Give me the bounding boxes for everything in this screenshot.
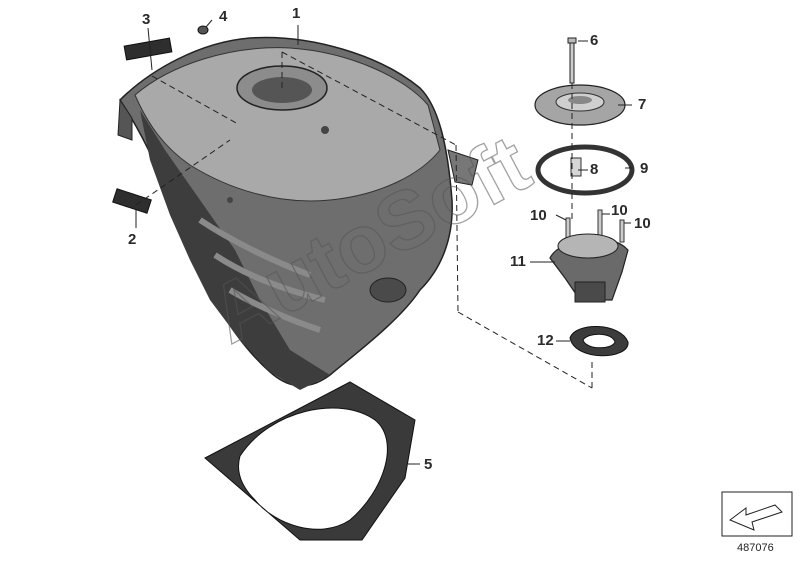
callout-1: 1 (292, 5, 301, 22)
callout-2: 2 (128, 231, 137, 248)
part-3-strip (123, 37, 173, 61)
part-12-gasket (569, 326, 629, 357)
assembly-lines (135, 51, 593, 389)
callout-10b: 10 (611, 202, 628, 219)
callout-11: 11 (510, 253, 526, 270)
callout-8: 8 (590, 161, 599, 178)
fuel-tank (117, 36, 479, 390)
part-11-neck (549, 233, 629, 303)
part-2-strip (112, 188, 152, 214)
part-7-cap (534, 84, 626, 126)
part-6-bolt (567, 37, 577, 84)
orientation-arrow-icon (721, 491, 793, 537)
part-5-gasket (204, 381, 416, 541)
diagram-id-label: 487076 (737, 542, 774, 554)
part-9-ring (535, 144, 635, 196)
callout-7: 7 (638, 96, 647, 113)
part-8-sleeve (570, 157, 582, 177)
callout-4: 4 (219, 8, 228, 25)
leader-lines (135, 19, 632, 465)
callout-9: 9 (640, 160, 649, 177)
callout-6: 6 (590, 32, 599, 49)
part-4-grommet (197, 25, 209, 35)
callout-3: 3 (142, 11, 151, 28)
callout-5: 5 (424, 456, 433, 473)
callout-10a: 10 (530, 207, 547, 224)
callout-10c: 10 (634, 215, 651, 232)
callout-12: 12 (537, 332, 554, 349)
